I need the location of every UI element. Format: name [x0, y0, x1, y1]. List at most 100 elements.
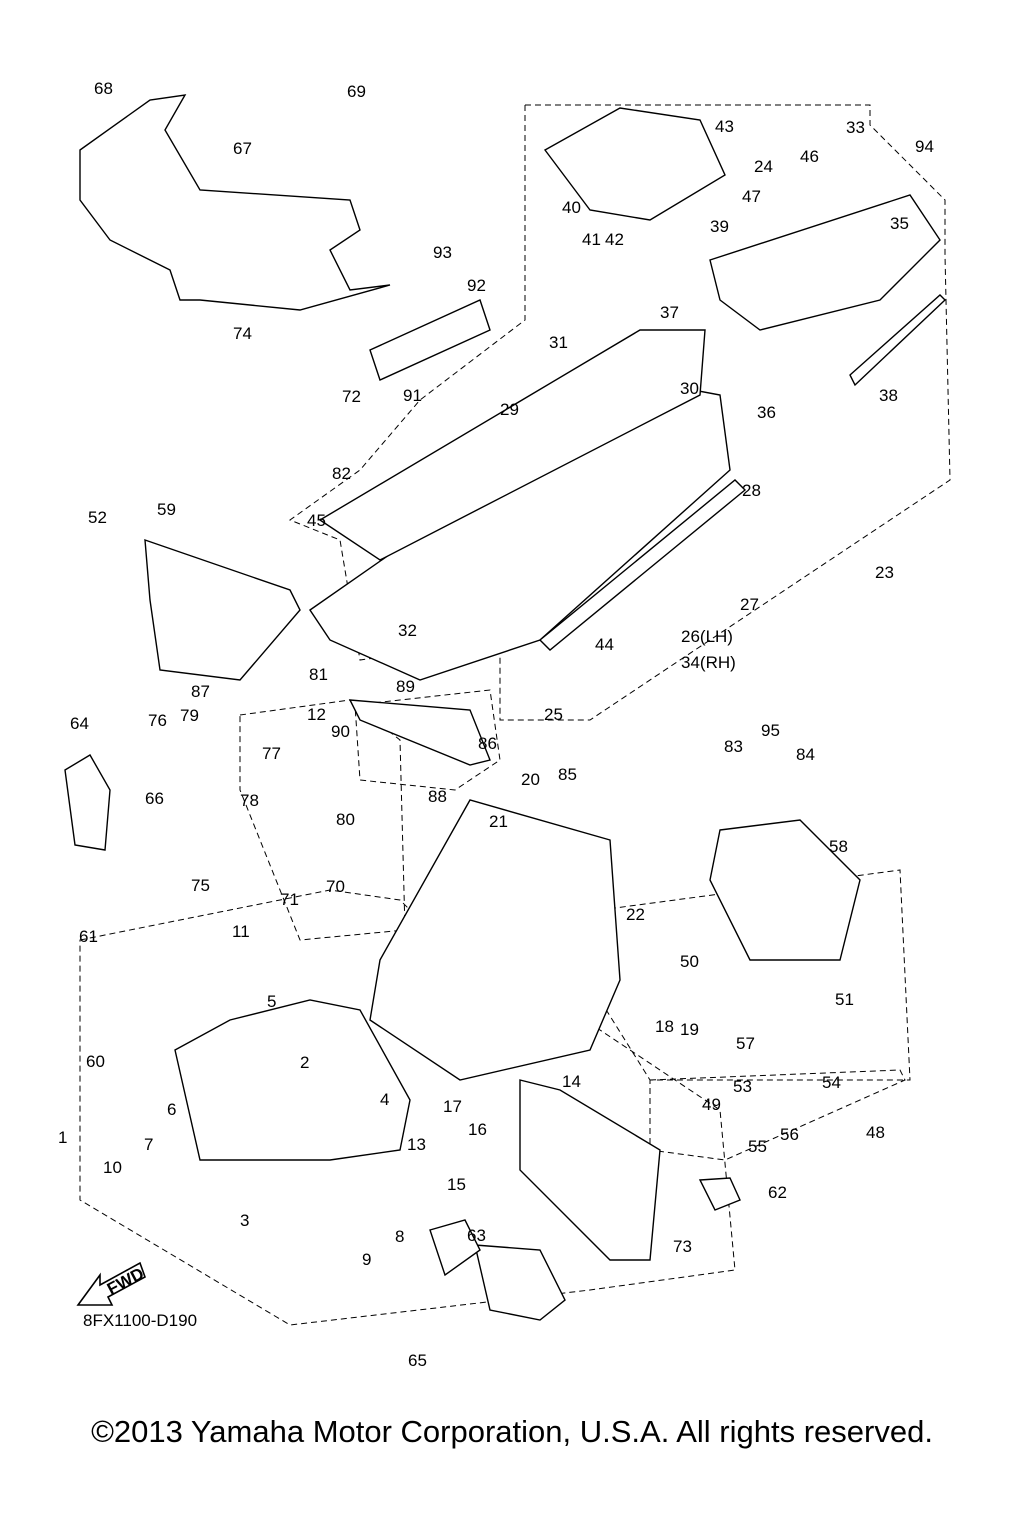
diagram-code: 8FX1100-D190 — [83, 1311, 197, 1330]
callout-label: 14 — [562, 1072, 581, 1091]
callout-label: 39 — [710, 217, 729, 236]
callout-label: 1 — [58, 1128, 67, 1147]
callout-label: 75 — [191, 876, 210, 895]
plate-92 — [369, 299, 491, 381]
callout-label: 19 — [680, 1020, 699, 1039]
callout-label: 18 — [655, 1017, 674, 1036]
callout-label: 5 — [267, 992, 276, 1011]
callout-label: 11 — [232, 922, 250, 941]
bracket-62 — [698, 1177, 741, 1211]
callout-label: 85 — [558, 765, 577, 784]
callout-label: 9 — [362, 1250, 371, 1269]
callout-label: 45 — [307, 511, 326, 530]
callout-label: 51 — [835, 990, 854, 1009]
callout-label: 88 — [428, 787, 447, 806]
callout-label: 78 — [240, 791, 259, 810]
fwd-label: FWD — [104, 1264, 147, 1299]
callout-label: 2 — [300, 1053, 309, 1072]
upper-front-frame — [79, 94, 391, 311]
fwd-arrow-icon — [76, 1261, 146, 1306]
callout-label: 8 — [395, 1227, 404, 1246]
callout-label: 3 — [240, 1211, 249, 1230]
callout-label: 81 — [309, 665, 328, 684]
callout-label: 4 — [380, 1090, 389, 1109]
callout-label: 47 — [742, 187, 761, 206]
callout-label: 57 — [736, 1034, 755, 1053]
callout-label: 42 — [605, 230, 624, 249]
callout-label: 25 — [544, 705, 563, 724]
callout-label: 71 — [280, 890, 299, 909]
callout-label: 35 — [890, 214, 909, 233]
callout-label: 34(RH) — [681, 653, 736, 672]
callout-label: 6 — [167, 1100, 176, 1119]
callout-label: 49 — [702, 1095, 721, 1114]
callout-label: 36 — [757, 403, 776, 422]
callout-label: 22 — [626, 905, 645, 924]
callout-label: 94 — [915, 137, 934, 156]
callout-label: 13 — [407, 1135, 426, 1154]
callout-label: 56 — [780, 1125, 799, 1144]
callout-label: 69 — [347, 82, 366, 101]
callout-label: 10 — [103, 1158, 122, 1177]
callout-label: 26(LH) — [681, 627, 733, 646]
callout-label: 31 — [549, 333, 568, 352]
console-right — [709, 819, 861, 961]
callout-label: 90 — [331, 722, 350, 741]
engine-cradle — [369, 799, 621, 1081]
bracket-63 — [474, 1244, 566, 1321]
callout-label: 59 — [157, 500, 176, 519]
callout-label: 41 — [582, 230, 601, 249]
callout-label: 44 — [595, 635, 614, 654]
callout-label: 95 — [761, 721, 780, 740]
callout-label: 83 — [724, 737, 743, 756]
callout-label: 77 — [262, 744, 281, 763]
rail-44 — [538, 479, 747, 651]
callout-label: 54 — [822, 1073, 841, 1092]
callout-label: 80 — [336, 810, 355, 829]
callout-label: 38 — [879, 386, 898, 405]
rear-rail — [709, 194, 941, 331]
step-88 — [348, 699, 491, 766]
callout-label: 24 — [754, 157, 773, 176]
callout-label: 7 — [144, 1135, 153, 1154]
callout-label: 50 — [680, 952, 699, 971]
callout-label: 30 — [680, 379, 699, 398]
callout-label: 12 — [307, 705, 326, 724]
callout-label: 16 — [468, 1120, 487, 1139]
callout-label: 37 — [660, 303, 679, 322]
callout-label: 21 — [489, 812, 508, 831]
callout-label: 15 — [447, 1175, 466, 1194]
callout-label: 76 — [148, 711, 167, 730]
callout-label: 61 — [79, 927, 98, 946]
callout-label: 84 — [796, 745, 815, 764]
callout-label: 66 — [145, 789, 164, 808]
callout-label: 33 — [846, 118, 865, 137]
callout-label: 67 — [233, 139, 252, 158]
upper-rear-frame — [543, 107, 726, 221]
callout-label: 52 — [88, 508, 107, 527]
fwd-arrow: FWD — [76, 1261, 147, 1306]
callout-label: 63 — [467, 1226, 486, 1245]
callout-label: 62 — [768, 1183, 787, 1202]
console-left — [144, 538, 301, 681]
callout-label: 65 — [408, 1351, 427, 1370]
callout-label: 17 — [443, 1097, 462, 1116]
callout-label: 60 — [86, 1052, 105, 1071]
callout-label: 48 — [866, 1123, 885, 1142]
callout-label: 28 — [742, 481, 761, 500]
callout-label: 93 — [433, 243, 452, 262]
callout-label: 74 — [233, 324, 252, 343]
callout-label: 29 — [500, 400, 519, 419]
frame-assembly-sketch — [64, 94, 947, 1321]
callout-label: 43 — [715, 117, 734, 136]
callout-label: 46 — [800, 147, 819, 166]
callout-label: 58 — [829, 837, 848, 856]
callout-label: 82 — [332, 464, 351, 483]
rail-38 — [849, 294, 947, 387]
callout-label: 92 — [467, 276, 486, 295]
callout-label: 32 — [398, 621, 417, 640]
front-suspension-mount — [174, 999, 411, 1161]
callout-label: 40 — [562, 198, 581, 217]
